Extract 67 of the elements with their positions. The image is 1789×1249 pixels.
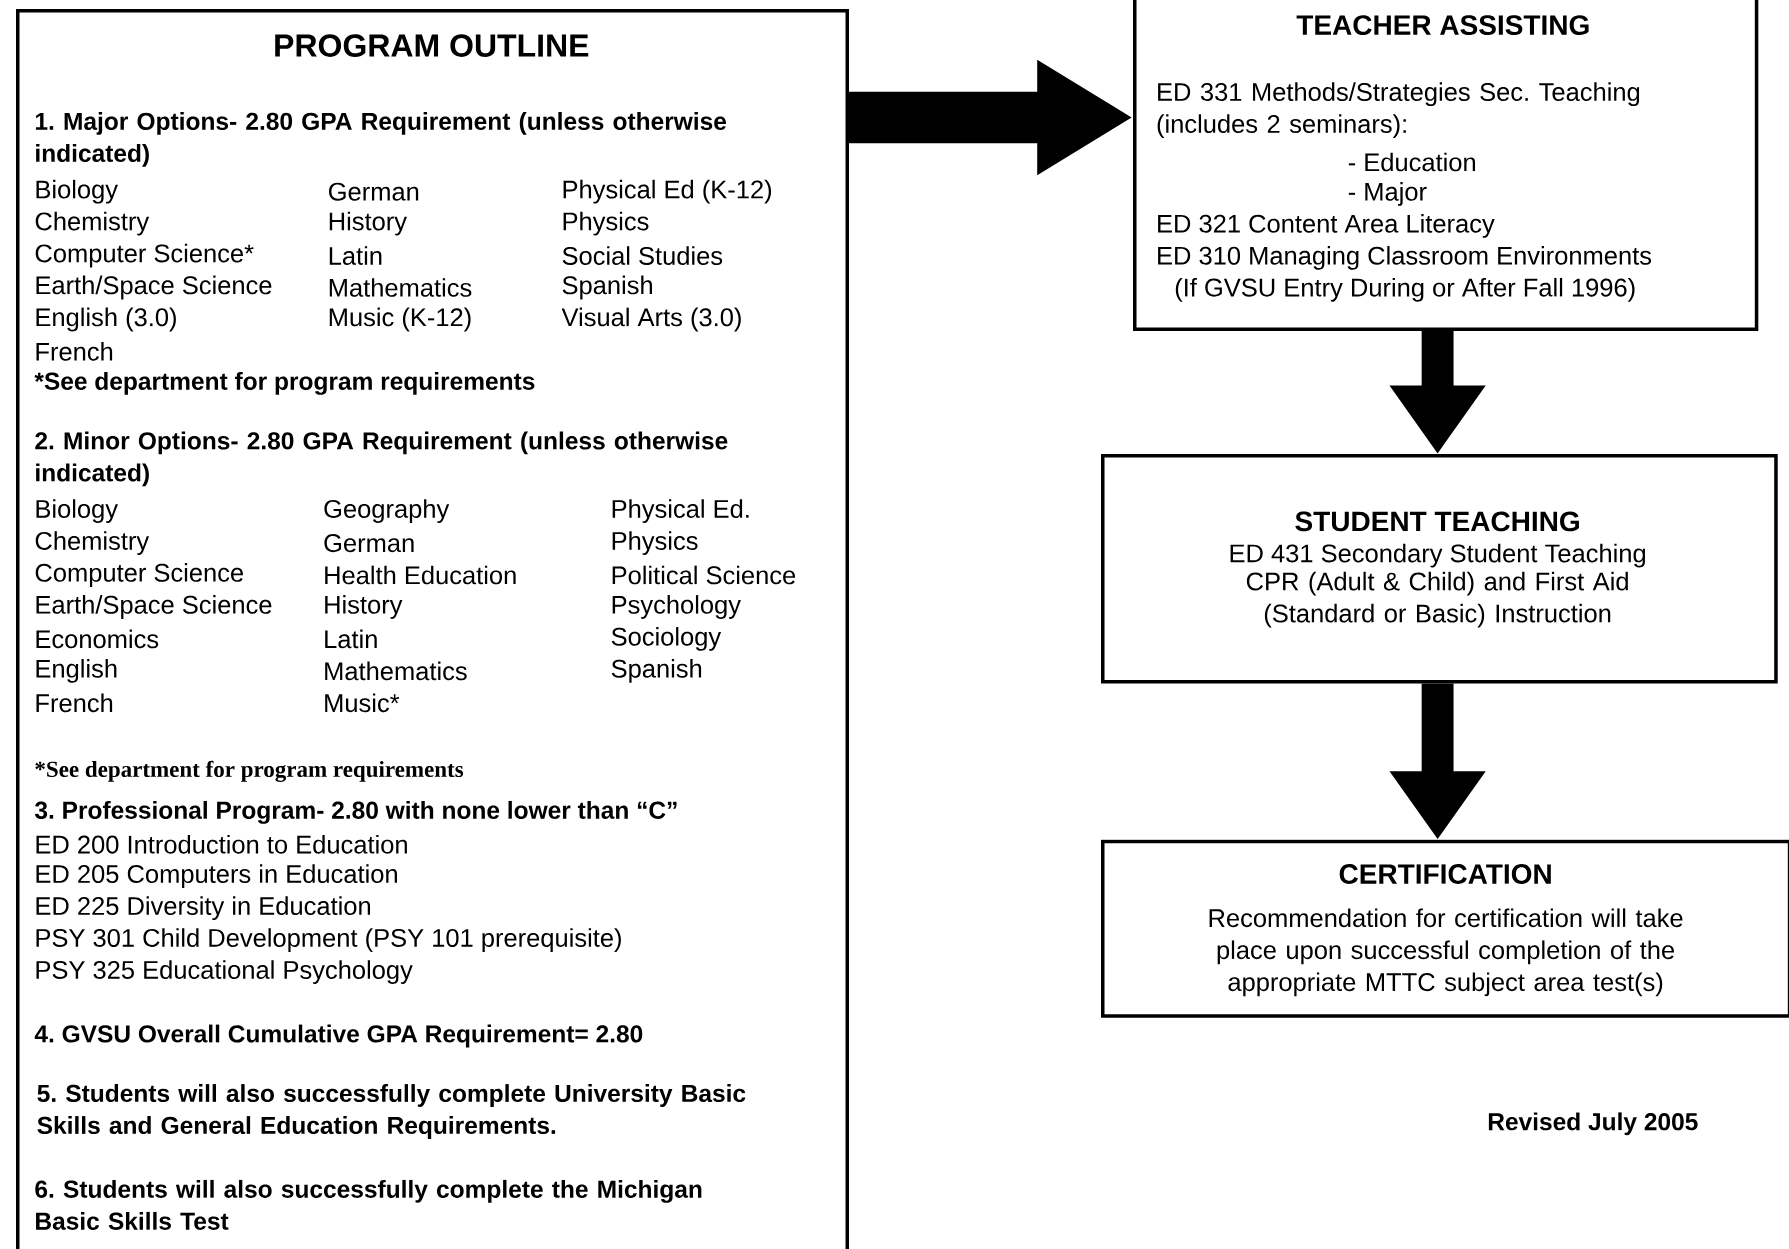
box-title: TEACHER ASSISTING <box>1296 15 1589 35</box>
subject-name: Social Studies <box>562 246 723 265</box>
subject-name: Mathematics <box>325 661 467 681</box>
subject-name: Visual Arts (3.0) <box>561 307 741 332</box>
subject-name: Physical Ed (K-12) <box>563 179 772 204</box>
revision-note: Revised July 2005 <box>1488 1112 1698 1136</box>
subject-name: Physics <box>612 531 698 555</box>
subject-name: Sociology <box>611 627 722 651</box>
footnote: *See department for program requirements <box>35 760 464 782</box>
section-heading: 4. GVSU Overall Cumulative GPA Requirement= 2.80 <box>34 1024 643 1048</box>
box-title: PROGRAM OUTLINE <box>275 34 589 57</box>
subject-name: Chemistry <box>35 531 150 555</box>
process-box <box>1101 454 1778 684</box>
subject-name: Spanish <box>562 275 652 300</box>
subject-name: Computer Science* <box>35 243 254 268</box>
course-line: ED 331 Methods/Strategies Sec. Teaching (includes 2 seminars): <box>1157 82 1640 139</box>
subject-name: Biology <box>36 499 118 523</box>
section-heading: 3. Professional Program- 2.80 with none lower than “C” <box>34 800 677 824</box>
section-heading: 5. Students will also successfully complete University Basic Skills and General Education Requirements. <box>37 1084 746 1139</box>
course-line: ED 321 Content Area Literacy <box>1158 214 1495 238</box>
subject-name: Biology <box>36 179 118 204</box>
process-box <box>1101 839 1789 1018</box>
section-heading: 2. Minor Options- 2.80 GPA Requirement (unless otherwise indicated) <box>35 431 728 487</box>
subject-name: Physical Ed. <box>612 499 749 523</box>
subject-name: Chemistry <box>35 211 150 236</box>
section-heading: 1. Major Options- 2.80 GPA Requirement (unless otherwise indicated) <box>35 112 727 167</box>
subject-name: Psychology <box>612 595 741 619</box>
course-line: CPR (Adult & Child) and First Aid (Standard or Basic) Instruction <box>1246 571 1628 628</box>
course-line: ED 205 Computers in Education <box>36 864 397 889</box>
subject-name: Spanish <box>611 659 702 683</box>
subject-name: French <box>36 693 113 713</box>
subject-name: Latin <box>329 246 382 265</box>
course-line: ED 200 Introduction to Education <box>36 834 407 854</box>
subject-name: German <box>324 534 414 553</box>
subject-name: Music* <box>325 693 400 713</box>
subject-name: Health Education <box>325 565 516 585</box>
subject-name: English (3.0) <box>36 307 176 332</box>
box-title: CERTIFICATION <box>1339 864 1551 884</box>
box-title: STUDENT TEACHING <box>1295 511 1579 532</box>
subject-name: Political Science <box>612 565 796 585</box>
subject-name: Economics <box>36 629 159 649</box>
course-line: PSY 325 Educational Psychology <box>36 960 413 984</box>
course-line: - Major <box>1348 182 1427 206</box>
subject-name: Physics <box>563 211 649 236</box>
subject-name: Music (K-12) <box>329 307 471 332</box>
footnote: *See department for program requirements <box>34 371 535 395</box>
course-line: ED 431 Secondary Student Teaching <box>1230 543 1646 568</box>
process-box <box>1133 0 1759 331</box>
subject-name: French <box>36 342 113 361</box>
description-text: Recommendation for certification will take place upon successful completion of the appropriate MTTC subject area test(s) <box>1209 908 1683 997</box>
outline-box <box>16 9 849 1249</box>
subject-name: Computer Science <box>35 563 243 587</box>
subject-name: Earth/Space Science <box>36 595 272 619</box>
course-line: - Education <box>1348 152 1475 172</box>
subject-name: Latin <box>325 629 377 649</box>
subject-name: Earth/Space Science <box>36 275 272 300</box>
subject-name: English <box>36 659 117 683</box>
course-line: (If GVSU Entry During or After Fall 1996) <box>1175 277 1635 302</box>
subject-name: History <box>325 595 403 619</box>
course-line: PSY 301 Child Development (PSY 101 prerequisite) <box>36 928 621 952</box>
course-line: ED 225 Diversity in Education <box>36 896 370 921</box>
subject-name: German <box>329 182 419 201</box>
course-line: ED 310 Managing Classroom Environments <box>1158 246 1652 270</box>
section-heading: 6. Students will also successfully complete the Michigan Basic Skills Test <box>35 1179 702 1230</box>
subject-name: History <box>329 211 407 236</box>
subject-name: Geography <box>324 499 450 523</box>
subject-name: Mathematics <box>329 278 472 297</box>
